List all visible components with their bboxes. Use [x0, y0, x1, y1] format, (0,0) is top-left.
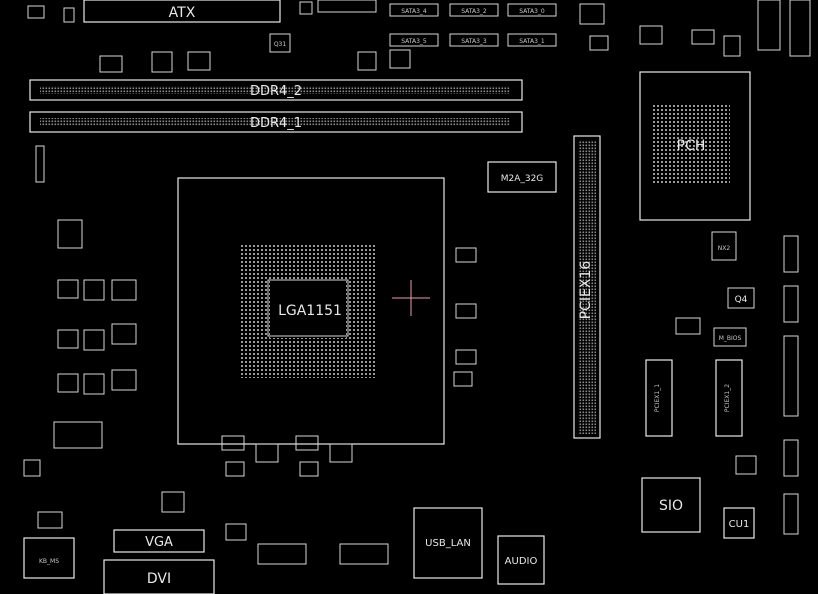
- dvi-label: DVI: [147, 571, 171, 587]
- pcie-x16-label: PCIEX16: [578, 261, 594, 320]
- sata-label-3: SATA3_5: [401, 38, 427, 45]
- dimm-slot-ddr4-1[interactable]: DDR4_1: [29, 111, 523, 133]
- pcie-x1-2-label: PCIEX1_2: [724, 384, 731, 412]
- pch-chip[interactable]: PCH: [639, 71, 751, 221]
- sata-label-2: SATA3_0: [519, 8, 545, 15]
- usb-lan-label: USB_LAN: [425, 538, 471, 549]
- sata-label-5: SATA3_1: [519, 38, 545, 45]
- kb-ms-port[interactable]: KB_MS: [23, 537, 75, 579]
- m-bios-label: M_BIOS: [719, 335, 742, 342]
- sio-label: SIO: [659, 498, 683, 514]
- pcie-x1-slot-1[interactable]: PCIEX1_1: [645, 359, 673, 437]
- atx-label: ATX: [169, 5, 196, 21]
- socket-bottom-parts: [221, 435, 389, 565]
- q31-label: Q31: [274, 41, 287, 48]
- pcie-x1-1-label: PCIEX1_1: [654, 384, 661, 412]
- audio-label: AUDIO: [505, 556, 538, 567]
- pch-label: PCH: [677, 138, 706, 154]
- sio-chip[interactable]: SIO: [641, 477, 701, 533]
- m2-slot[interactable]: M2A_32G: [487, 161, 557, 193]
- pcie-x1-slot-2[interactable]: PCIEX1_2: [715, 359, 743, 437]
- q4-label: Q4: [735, 295, 748, 305]
- nx2-label: NX2: [718, 245, 731, 252]
- left-components: [23, 145, 477, 529]
- cu1-chip[interactable]: CU1: [723, 507, 755, 539]
- sata-ports[interactable]: SATA3_4 SATA3_2 SATA3_0 SATA3_5 SATA3_3 …: [389, 3, 557, 47]
- sata-label-0: SATA3_4: [401, 8, 427, 15]
- right-components: NX2 Q4 M_BIOS: [675, 231, 799, 535]
- ddr4-1-label: DDR4_1: [250, 116, 302, 131]
- cu1-label: CU1: [729, 519, 750, 530]
- atx-connector[interactable]: ATX: [83, 0, 281, 23]
- cpu-socket-label: LGA1151: [278, 303, 342, 319]
- dvi-port[interactable]: DVI: [103, 559, 215, 594]
- audio-port[interactable]: AUDIO: [497, 535, 545, 585]
- m2-label: M2A_32G: [501, 174, 544, 184]
- cpu-socket[interactable]: LGA1151: [177, 177, 445, 445]
- pcie-x16-slot[interactable]: PCIEX16: [573, 135, 601, 439]
- vga-port[interactable]: VGA: [113, 529, 205, 553]
- top-components: Q31: [27, 0, 811, 73]
- usb-lan-port[interactable]: USB_LAN: [413, 507, 483, 579]
- sata-label-4: SATA3_3: [461, 38, 487, 45]
- dimm-slot-ddr4-2[interactable]: DDR4_2: [29, 79, 523, 101]
- kb-ms-label: KB_MS: [39, 558, 59, 565]
- vga-label: VGA: [145, 535, 173, 550]
- sata-label-1: SATA3_2: [461, 8, 487, 15]
- ddr4-2-label: DDR4_2: [250, 84, 302, 99]
